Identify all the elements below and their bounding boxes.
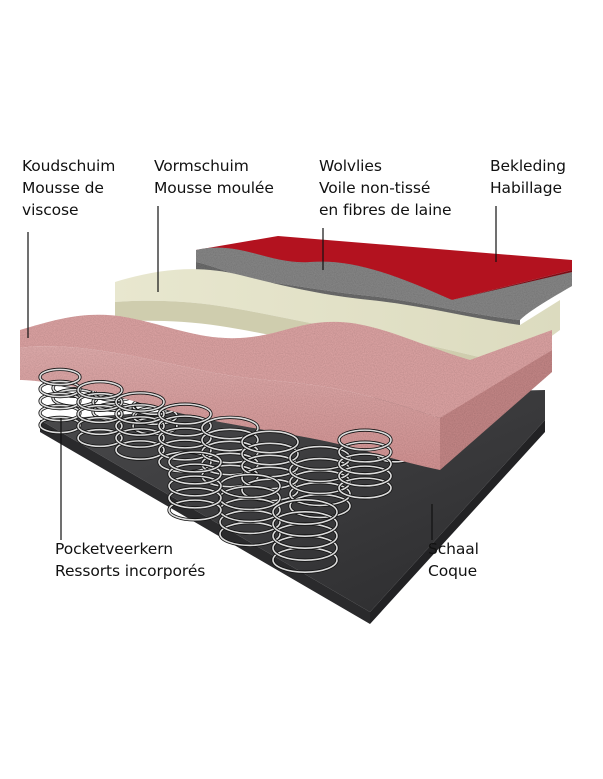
spring-coil — [157, 402, 213, 474]
label-line: Coque — [428, 562, 478, 580]
label-line: Koudschuim — [22, 157, 116, 175]
cover-top-face — [196, 236, 572, 300]
label-wolvlies: Wolvlies Voile non-tissé en fibres de la… — [319, 155, 452, 221]
label-bekleding: Bekleding Habillage — [490, 155, 566, 199]
cold-foam-layer — [20, 314, 552, 470]
spring-coil — [271, 498, 339, 574]
shell-front-edge — [40, 420, 370, 624]
cold-foam-front-edge — [20, 346, 440, 470]
cold-foam-right-edge — [440, 350, 552, 470]
label-vormschuim: Vormschuim Mousse moulée — [154, 155, 274, 199]
spring-coil — [38, 367, 82, 435]
cold-foam-top-face — [20, 314, 552, 418]
spring-coil — [114, 391, 166, 461]
label-line: Schaal — [428, 540, 479, 558]
label-line: Voile non-tissé — [319, 179, 431, 197]
label-schaal: Schaal Coque — [428, 538, 479, 582]
spring-coil — [337, 428, 393, 500]
label-line: Habillage — [490, 179, 562, 197]
molded-foam-top-face — [115, 269, 560, 362]
label-line: Mousse moulée — [154, 179, 274, 197]
spring-coil — [167, 450, 223, 522]
fleece-top-face — [196, 247, 572, 320]
label-line: Wolvlies — [319, 157, 382, 175]
label-line: Bekleding — [490, 157, 566, 175]
spring-coil — [76, 380, 124, 448]
label-line: en fibres de laine — [319, 201, 452, 219]
label-line: Mousse de — [22, 179, 104, 197]
spring-coil — [288, 445, 352, 520]
label-line: Vormschuim — [154, 157, 249, 175]
label-koudschuim: Koudschuim Mousse de viscose — [22, 155, 115, 221]
spring-coil — [240, 429, 300, 503]
pocket-springs-front — [38, 367, 393, 574]
leader-lines — [27, 206, 497, 540]
label-line: Ressorts incorporés — [55, 562, 206, 580]
label-line: Pocketveerkern — [55, 540, 173, 558]
label-line: viscose — [22, 201, 79, 219]
shell-right-edge — [370, 420, 545, 624]
label-pocketveerkern: Pocketveerkern Ressorts incorporés — [55, 538, 205, 582]
